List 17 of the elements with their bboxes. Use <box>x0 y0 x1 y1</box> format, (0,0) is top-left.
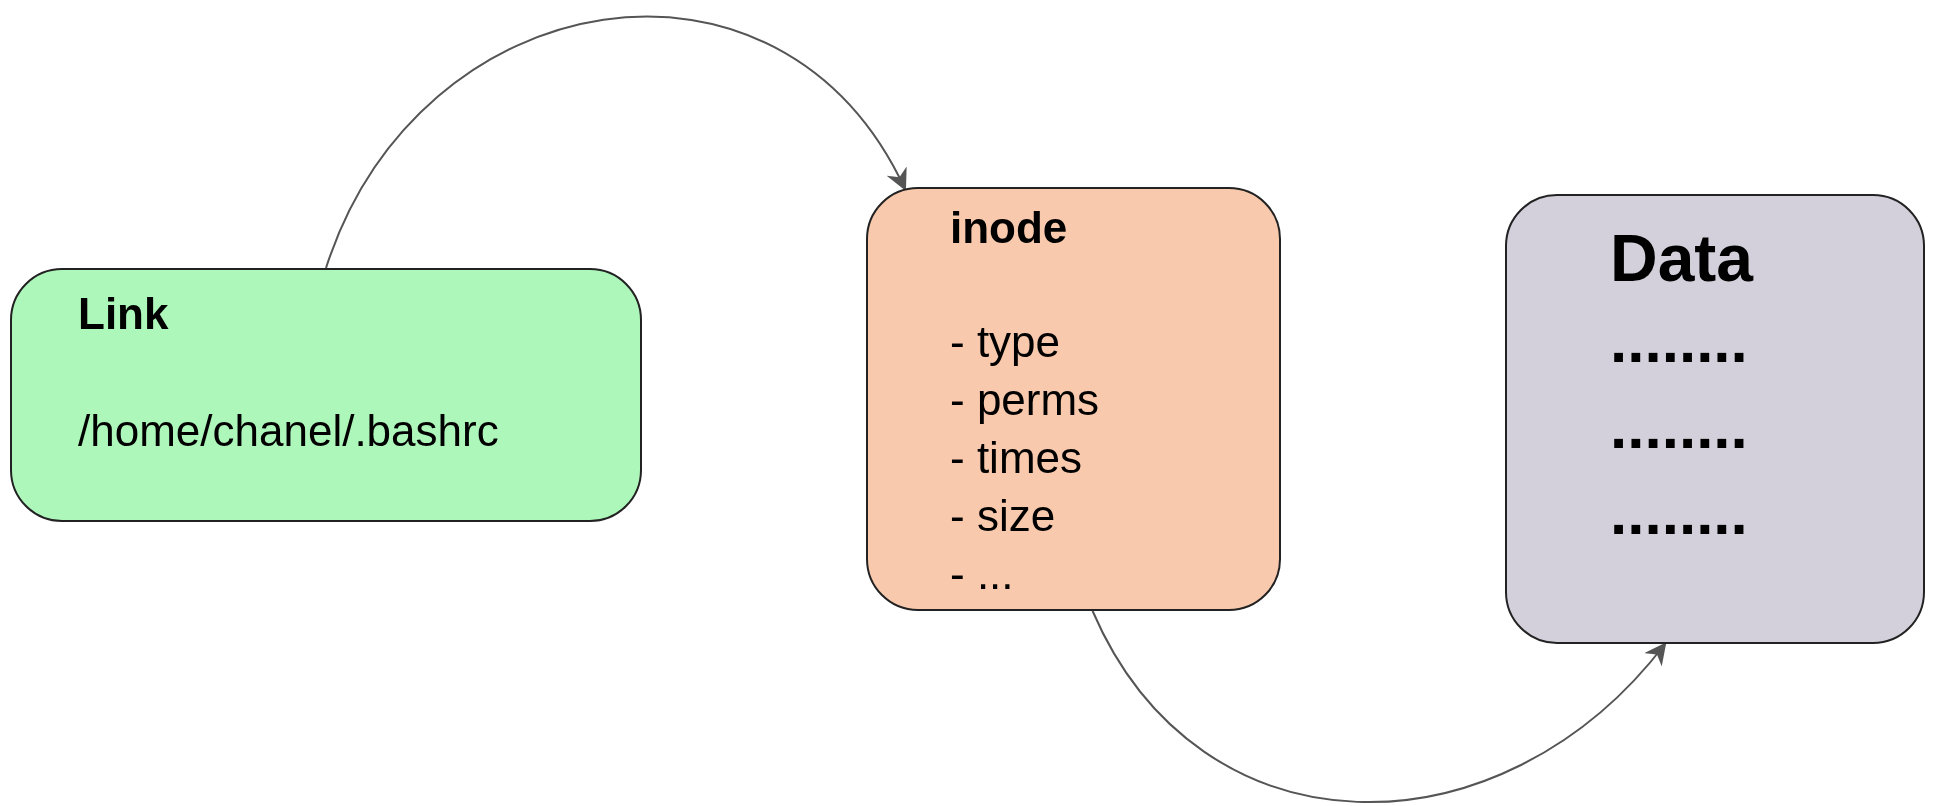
box-text: ........ <box>1610 391 1748 463</box>
box-heading: Data <box>1610 220 1754 297</box>
box-text: - perms <box>950 374 1100 426</box>
box-text: ........ <box>1610 477 1748 549</box>
box-text: ........ <box>1610 305 1748 377</box>
box-heading: Link <box>78 288 169 340</box>
box-heading: inode <box>950 202 1068 254</box>
box-text: - type <box>950 316 1061 368</box>
rounded-box <box>10 268 642 522</box>
curved-arrow <box>325 15 907 269</box>
box-text: - size <box>950 490 1056 542</box>
rounded-box <box>866 187 1281 611</box>
rounded-box <box>1505 194 1925 644</box>
box-text: - times <box>950 432 1082 484</box>
curved-arrow <box>1091 610 1667 803</box>
box-text: - ... <box>950 548 1014 600</box>
box-text: /home/chanel/.bashrc <box>78 405 499 457</box>
